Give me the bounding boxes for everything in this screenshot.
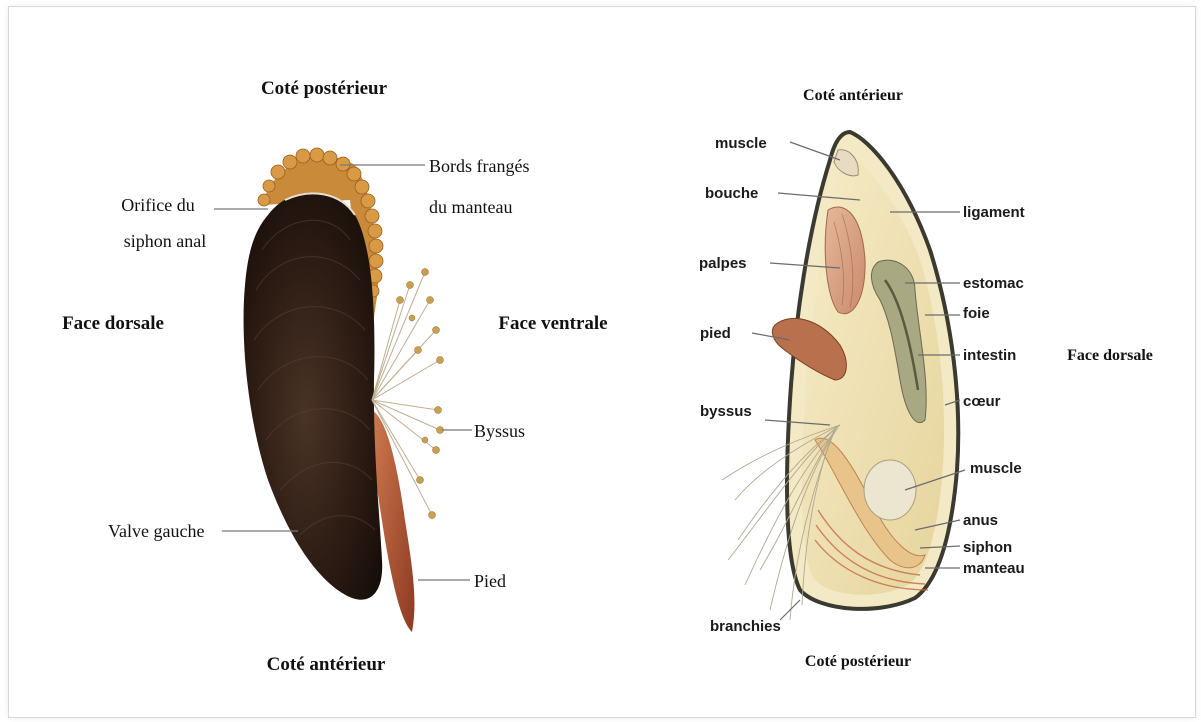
right-top-title: Coté antérieur [803,87,903,104]
label-ligament: ligament [963,204,1025,221]
posterior-muscle [864,460,916,520]
left-face-ventrale: Face ventrale [498,313,607,334]
right-face-dorsale: Face dorsale [1067,347,1153,364]
label-palpes: palpes [699,255,747,272]
left-valve-shell [244,193,383,600]
right-bottom-title: Coté postérieur [805,653,911,670]
left-top-title: Coté postérieur [261,78,388,99]
label-byssus-left: Byssus [474,421,525,441]
label-orifice-line2: siphon anal [124,231,207,251]
label-bords-line2: du manteau [429,197,512,217]
left-face-dorsale: Face dorsale [62,313,164,334]
label-valve-gauche: Valve gauche [108,521,204,541]
label-manteau: manteau [963,560,1025,577]
label-foie: foie [963,305,990,322]
left-bottom-title: Coté antérieur [267,654,386,675]
label-byssus-right: byssus [700,403,752,420]
label-pied-left: Pied [474,571,506,591]
label-muscle-bottom: muscle [970,460,1022,477]
label-muscle-top: muscle [715,135,767,152]
right-mussel-diagram: Coté antérieur Coté postérieur Face dors… [699,87,1153,670]
left-mussel-diagram: Coté postérieur Coté antérieur Face dors… [62,78,608,675]
label-orifice-line1: Orifice du [121,195,194,215]
label-bouche: bouche [705,185,758,202]
label-estomac: estomac [963,275,1024,292]
label-branchies: branchies [710,618,781,635]
label-anus: anus [963,512,998,529]
label-bords-line1: Bords frangés [429,156,529,176]
label-siphon: siphon [963,539,1012,556]
label-intestin: intestin [963,347,1016,364]
label-coeur: cœur [963,393,1001,410]
label-pied-right: pied [700,325,731,342]
